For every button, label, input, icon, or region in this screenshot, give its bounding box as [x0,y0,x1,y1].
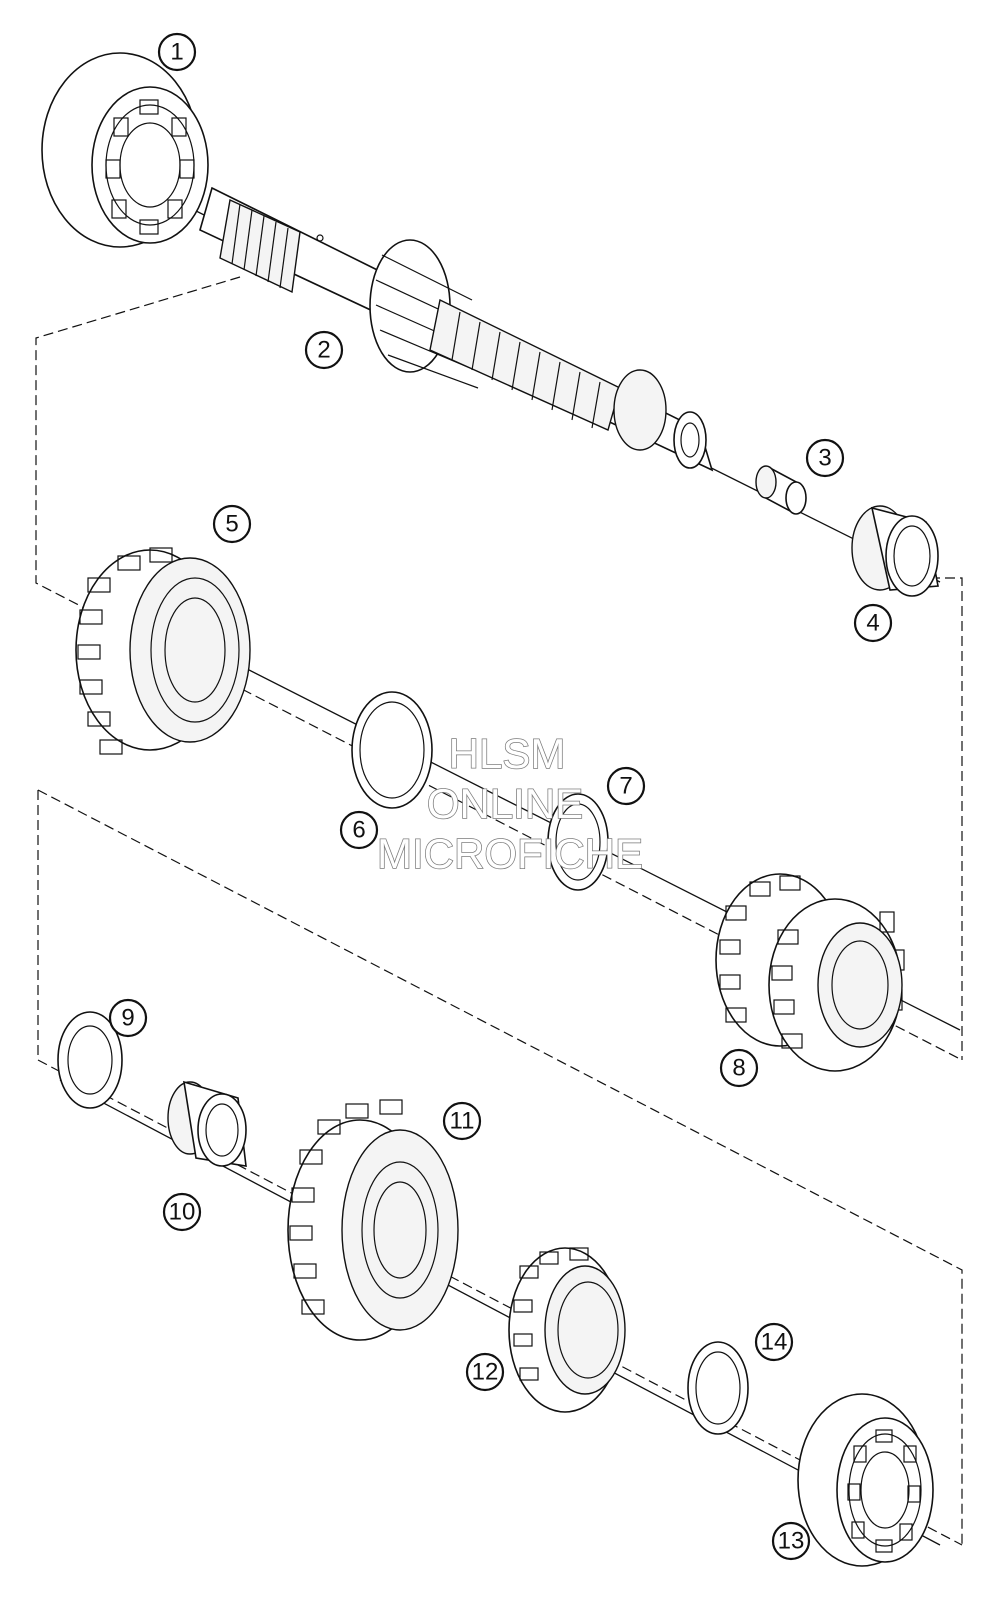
callout-13: 13 [771,1521,811,1561]
callout-8: 8 [719,1048,759,1088]
needle-bushing[interactable] [755,465,807,515]
assembly-guide-upper-right [930,577,963,1060]
gear-large-lower[interactable] [287,1099,459,1341]
callout-label-9: 9 [121,1005,134,1032]
watermark-line-1: HLSM [449,730,566,777]
callout-label-13: 13 [778,1528,805,1555]
watermark-line-3: MICROFICHE [377,830,643,877]
callout-label-3: 3 [818,445,831,472]
callout-11: 11 [442,1101,482,1141]
gear-small[interactable] [508,1247,626,1413]
callout-14: 14 [754,1322,794,1362]
callout-label-8: 8 [732,1055,745,1082]
watermark-line-2: ONLINE [427,780,583,827]
callout-6: 6 [339,810,379,850]
callout-1: 1 [157,32,197,72]
callout-label-11: 11 [450,1108,475,1135]
gear-large-upper[interactable] [75,547,251,755]
callout-label-6: 6 [352,817,365,844]
callout-label-2: 2 [317,337,330,364]
callout-10: 10 [162,1192,202,1232]
lock-washer[interactable] [57,1011,123,1109]
callout-label-5: 5 [225,511,238,538]
bearing-sleeve-top[interactable] [851,505,939,597]
callout-label-7: 7 [619,773,632,800]
thrust-washer-6[interactable] [351,691,433,809]
callout-label-10: 10 [169,1199,196,1226]
double-gear[interactable] [715,873,905,1072]
callout-9: 9 [108,998,148,1038]
callout-2: 2 [304,330,344,370]
main-transmission-shaft[interactable] [199,186,714,472]
assembly-guide-middle [37,790,963,1546]
roller-bearing-bottom[interactable] [797,1393,934,1567]
thrust-washer-14[interactable] [687,1341,749,1435]
callout-12: 12 [465,1352,505,1392]
roller-bearing-top[interactable] [41,52,209,248]
callout-label-1: 1 [170,39,183,66]
assembly-guide-upper [35,276,963,1061]
callout-4: 4 [853,603,893,643]
callout-3: 3 [805,438,845,478]
callout-7: 7 [606,766,646,806]
bushing-10[interactable] [167,1080,247,1167]
callout-5: 5 [212,504,252,544]
thrust-washer-7[interactable] [547,793,609,891]
callout-label-4: 4 [866,610,879,637]
watermark: HLSM ONLINE MICROFICHE [376,729,644,878]
callout-label-14: 14 [761,1329,788,1356]
callout-label-12: 12 [472,1359,499,1386]
assembly-guide-lower-right [37,789,963,1545]
